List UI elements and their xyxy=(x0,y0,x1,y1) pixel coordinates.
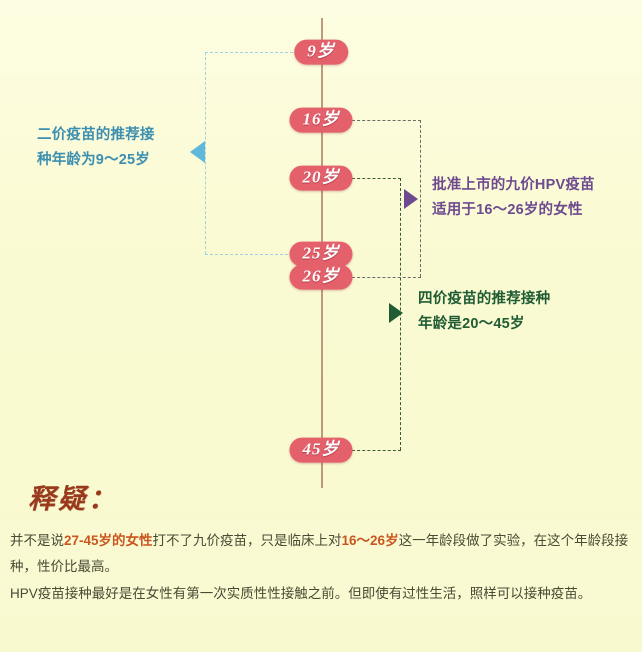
bivalent-bracket-side xyxy=(205,52,206,254)
callout-quadrivalent: 四价疫苗的推荐接种 年龄是20～45岁 xyxy=(418,291,551,333)
age-pill-45[interactable]: 45岁 xyxy=(289,437,353,463)
triangle-left-icon xyxy=(190,141,205,163)
explanation-section: 释疑： 并不是说27-45岁的女性打不了九价疫苗，只是临床上对16～26岁这一年… xyxy=(0,470,642,652)
nonavalent-bracket-side xyxy=(420,120,421,277)
explain-p1-highlight2: 16～26岁 xyxy=(341,533,399,548)
callout-nonavalent: 批准上市的九价HPV疫苗 适用于16～26岁的女性 xyxy=(432,177,595,219)
quadrivalent-bracket-bottom xyxy=(352,450,401,451)
quadrivalent-bracket-top xyxy=(352,178,401,179)
nonavalent-bracket-top xyxy=(352,120,421,121)
explanation-body: 并不是说27-45岁的女性打不了九价疫苗，只是临床上对16～26岁这一年龄段做了… xyxy=(0,521,642,617)
age-pill-9[interactable]: 9岁 xyxy=(294,39,348,65)
age-pill-20[interactable]: 20岁 xyxy=(289,165,353,191)
callout-bivalent: 二价疫苗的推荐接 种年龄为9～25岁 xyxy=(37,127,155,169)
explanation-title: 释疑： xyxy=(28,484,118,514)
bivalent-bracket-bottom xyxy=(205,254,293,255)
explain-p1-seg2: 打不了九价疫苗，只是临床上对 xyxy=(152,533,342,548)
explain-p1-highlight1: 27-45岁的女性 xyxy=(64,533,153,548)
explain-p1-seg1: 并不是说 xyxy=(10,533,64,548)
nonavalent-bracket-bottom xyxy=(352,277,421,278)
age-pill-16[interactable]: 16岁 xyxy=(289,107,353,133)
explanation-paragraph-2: HPV疫苗接种最好是在女性有第一次实质性性接触之前。但即使有过性生活，照样可以接… xyxy=(10,585,592,601)
triangle-right-purple-icon xyxy=(404,189,418,209)
triangle-right-green-icon xyxy=(389,303,403,323)
explanation-paragraph-1: 并不是说27-45岁的女性打不了九价疫苗，只是临床上对16～26岁这一年龄段做了… xyxy=(10,528,632,581)
explain-p1-seg3: 这一年龄段做了实验，在这个年龄段接种，性价比最高。 xyxy=(10,533,629,575)
age-timeline-diagram: 二价疫苗的推荐接 种年龄为9～25岁 批准上市的九价HPV疫苗 适用于16～26… xyxy=(37,18,595,488)
age-pill-26[interactable]: 26岁 xyxy=(289,264,353,290)
age-pill-25[interactable]: 25岁 xyxy=(289,241,353,267)
bivalent-bracket-top xyxy=(205,52,293,53)
